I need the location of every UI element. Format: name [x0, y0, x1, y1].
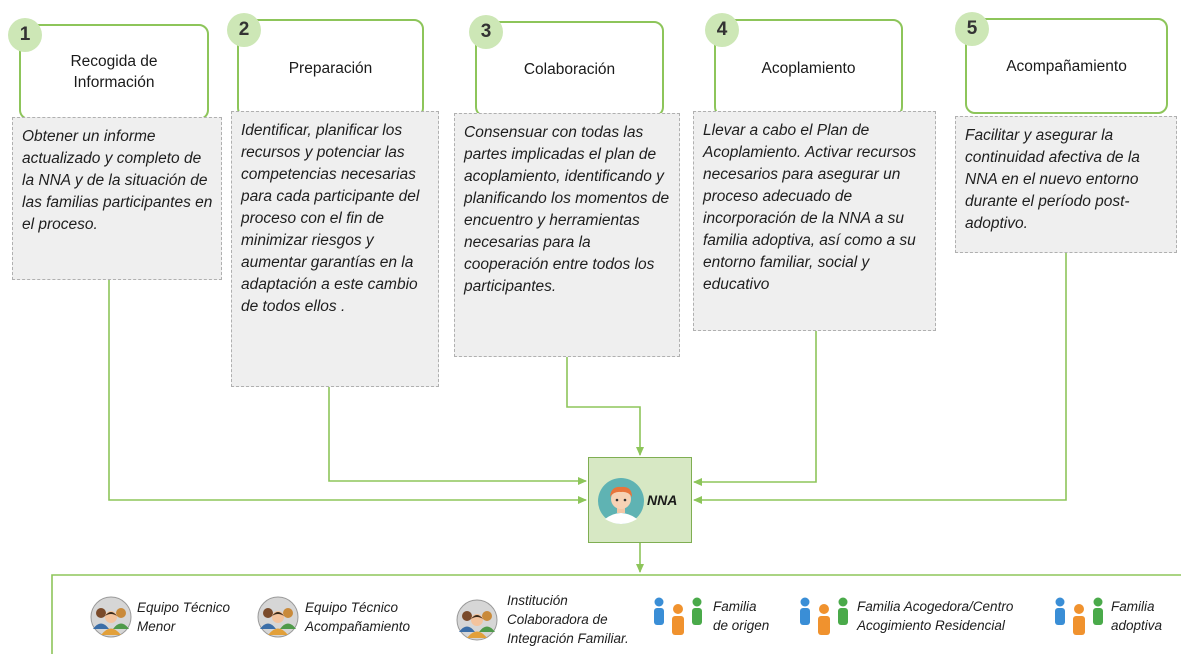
nna-center-box: NNA [588, 457, 692, 543]
family-icon [1055, 597, 1103, 635]
legend-label: Equipo Técnico Menor [137, 600, 231, 634]
step-3-title-text: Colaboración [523, 60, 616, 78]
step-5-title: Acompañamiento [965, 18, 1168, 114]
step-5-number-badge: 5 [955, 12, 989, 46]
nna-label: NNA [647, 492, 678, 508]
connector-step-3 [566, 357, 644, 456]
step-3-number-badge: 3 [469, 15, 503, 49]
legend-item-equipo-tecnico-acompanamiento: Equipo Técnico Acompañamiento [257, 596, 410, 638]
connector-step-4 [693, 331, 817, 486]
connector-step-1 [108, 280, 587, 504]
legend-label: Familia Acogedora/Centro Acogimiento Res… [857, 599, 1014, 633]
step-3-description: Consensuar con todas las partes implicad… [454, 113, 680, 357]
connector-step-2 [328, 387, 587, 485]
team-group-icon [90, 596, 132, 638]
family-icon [654, 597, 702, 635]
step-1-title-text: Recogida de Información [70, 53, 158, 91]
legend-label: Familia de origen [713, 599, 770, 633]
legend-label: Familia adoptiva [1111, 599, 1163, 633]
step-1-description: Obtener un informe actualizado y complet… [12, 117, 222, 280]
connector-step-5 [693, 253, 1067, 504]
legend-item-familia-origen: Familia de origen [651, 595, 769, 637]
team-group-icon [456, 599, 498, 640]
step-2-title: Preparación [237, 19, 424, 118]
step-3-title: Colaboración [475, 21, 664, 117]
step-4-description: Llevar a cabo el Plan de Acoplamiento. A… [693, 111, 936, 331]
step-4-number-badge: 4 [705, 13, 739, 47]
team-group-icon [257, 596, 299, 638]
legend-label: Institución Colaboradora de Integración … [507, 593, 629, 646]
step-2-title-text: Preparación [288, 60, 373, 77]
step-2-number-badge: 2 [227, 13, 261, 47]
legend-item-institucion-colaboradora: Institución Colaboradora de Integración … [456, 591, 629, 648]
step-1-number-badge: 1 [8, 18, 42, 52]
step-2-description: Identificar, planificar los recursos y p… [231, 111, 439, 387]
step-4-title: Acoplamiento [714, 19, 903, 117]
family-icon [800, 597, 848, 635]
step-4-title-text: Acoplamiento [761, 59, 856, 77]
legend-label: Equipo Técnico Acompañamiento [305, 600, 411, 634]
legend-item-equipo-tecnico-menor: Equipo Técnico Menor [90, 596, 230, 638]
legend-frame [51, 574, 1181, 654]
step-5-title-text: Acompañamiento [1006, 57, 1127, 75]
legend-item-familia-acogedora: Familia Acogedora/Centro Acogimiento Res… [797, 595, 1013, 637]
child-avatar-icon [598, 478, 644, 524]
step-1-title: Recogida de Información [19, 24, 209, 120]
legend-item-familia-adoptiva: Familia adoptiva [1052, 595, 1162, 637]
step-5-description: Facilitar y asegurar la continuidad afec… [955, 116, 1177, 253]
